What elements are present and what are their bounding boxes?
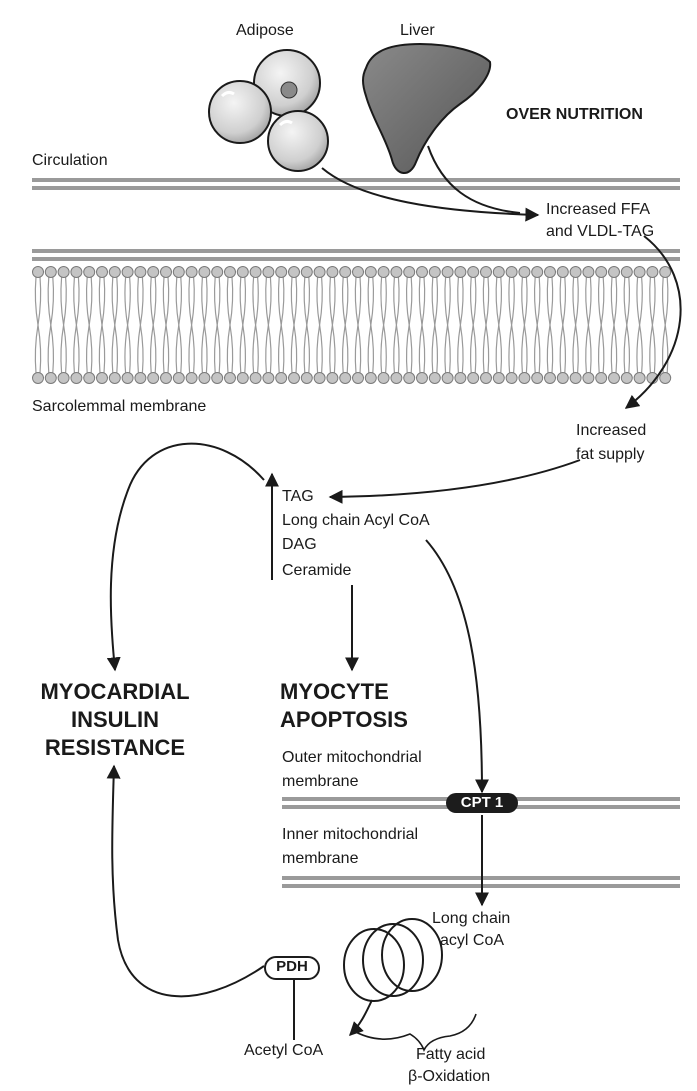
acetyl-coa-inhibits-pdh — [284, 975, 304, 1040]
acyl-coa-to-cpt1-arrow — [425, 539, 489, 794]
beta-oxidation-spiral-icon — [343, 918, 443, 1002]
acyl-coa-line1: Long chain — [432, 910, 511, 927]
insulin-resistance-line2: INSULIN — [71, 707, 159, 732]
ffa-to-fat-supply-arrow — [624, 235, 682, 409]
beta-oxidation-line1: Fatty acid — [416, 1046, 486, 1063]
lipid-ceramide: Ceramide — [282, 562, 352, 579]
lipid-dag: DAG — [282, 536, 317, 553]
acetyl-coa-label: Acetyl CoA — [244, 1042, 324, 1059]
spiral-to-acetyl-coa-arrow — [349, 999, 373, 1036]
beta-oxidation-line2: β-Oxidation — [408, 1068, 491, 1085]
fat-supply-line1: Increased — [576, 422, 647, 439]
outer-membrane-line2: membrane — [282, 773, 359, 790]
apoptosis-line2: APOPTOSIS — [280, 707, 408, 732]
over-nutrition-label: OVER NUTRITION — [506, 106, 643, 123]
inner-membrane-line1: Inner mitochondrial — [282, 826, 419, 843]
ffa-label-line2: and VLDL-TAG — [546, 223, 655, 240]
cpt1-badge: CPT 1 — [446, 793, 518, 813]
lipid-to-insulin-resistance-arrow — [106, 442, 265, 672]
outer-membrane-line1: Outer mitochondrial — [282, 749, 422, 766]
liver-label: Liver — [400, 22, 435, 39]
fat-supply-to-tag-arrow — [328, 459, 581, 504]
liver-icon — [362, 42, 492, 174]
pdh-to-insulin-resistance-arrow — [106, 764, 265, 998]
ffa-label-line1: Increased FFA — [546, 201, 651, 218]
apoptosis-line1: MYOCYTE — [280, 679, 389, 704]
pdh-badge: PDH — [264, 956, 320, 980]
liver-to-ffa-arrow — [427, 145, 521, 214]
beta-oxidation-brace — [351, 1013, 477, 1052]
insulin-resistance-line1: MYOCARDIAL — [40, 679, 190, 704]
sarcolemma-label: Sarcolemmal membrane — [32, 398, 207, 415]
inner-membrane-line2: membrane — [282, 850, 359, 867]
acyl-coa-line2: acyl CoA — [440, 932, 505, 949]
fat-supply-line2: fat supply — [576, 446, 645, 463]
lipid-acyl-coa: Long chain Acyl CoA — [282, 512, 430, 529]
adipose-to-ffa-arrow — [321, 167, 540, 222]
circulation-label: Circulation — [32, 152, 108, 169]
sarcolemmal-bilayer — [32, 266, 672, 384]
insulin-resistance-line3: RESISTANCE — [44, 735, 186, 760]
adipose-label: Adipose — [236, 22, 294, 39]
lipid-tag: TAG — [282, 488, 314, 505]
adipose-cells-icon — [208, 49, 329, 172]
